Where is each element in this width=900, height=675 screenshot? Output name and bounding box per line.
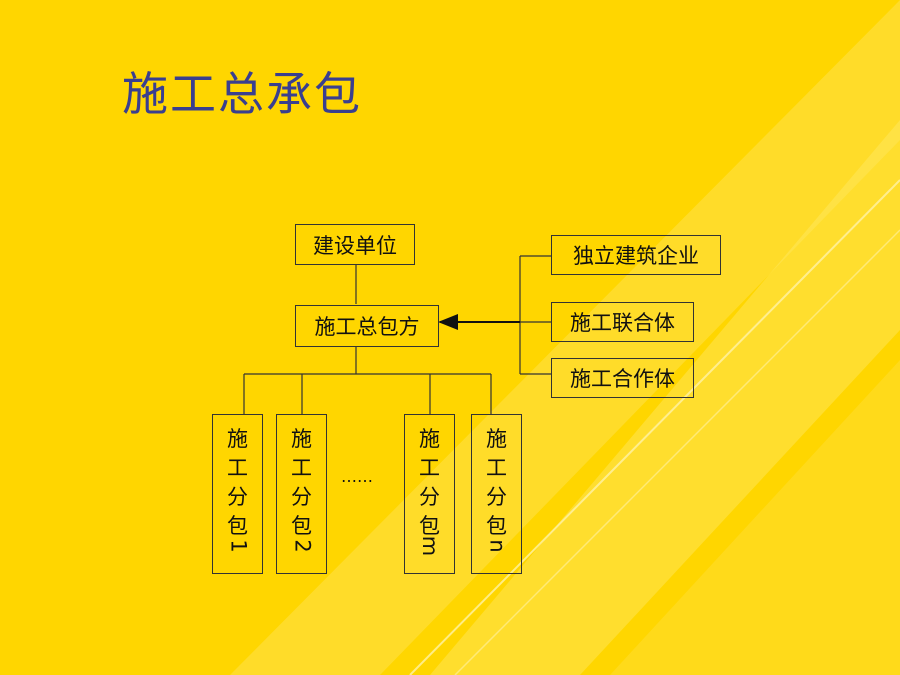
subcontractor-char: 施 bbox=[227, 427, 248, 451]
subcontractor-index: 1 bbox=[226, 539, 251, 553]
subcontractor-char: 工 bbox=[486, 456, 507, 480]
owner-box: 建设单位 bbox=[295, 224, 415, 265]
subcontractor-char: 施 bbox=[486, 427, 507, 451]
ellipsis: …… bbox=[341, 467, 373, 486]
subcontractor-box: 施 工 分 包 2 bbox=[276, 414, 327, 574]
contractor-type-box: 施工联合体 bbox=[551, 302, 694, 342]
subcontractor-char: 包 bbox=[419, 514, 440, 538]
page-title: 施工总承包 bbox=[122, 67, 362, 121]
subcontractor-char: 工 bbox=[419, 456, 440, 480]
subcontractor-char: 施 bbox=[291, 427, 312, 451]
subcontractor-char: 工 bbox=[291, 456, 312, 480]
subcontractor-char: 分 bbox=[291, 485, 312, 509]
subcontractor-box: 施 工 分 包 n bbox=[471, 414, 522, 574]
owner-label: 建设单位 bbox=[313, 233, 397, 258]
subcontractor-char: 分 bbox=[419, 485, 440, 509]
subcontractor-char: 工 bbox=[227, 456, 248, 480]
subcontractor-char: 分 bbox=[227, 485, 248, 509]
subcontractor-index: n bbox=[485, 539, 510, 553]
subcontractor-index: 2 bbox=[290, 539, 315, 553]
subcontractor-char: 施 bbox=[419, 427, 440, 451]
general-contractor-label: 施工总包方 bbox=[314, 315, 420, 339]
contractor-type-box: 独立建筑企业 bbox=[551, 235, 721, 275]
subcontractor-char: 分 bbox=[486, 485, 507, 509]
subcontractor-char: 包 bbox=[227, 514, 248, 538]
subcontractor-char: 包 bbox=[291, 514, 312, 538]
contractor-type-label: 施工合作体 bbox=[570, 367, 675, 391]
contractor-type-label: 施工联合体 bbox=[570, 311, 675, 335]
general-contractor-box: 施工总包方 bbox=[295, 305, 439, 347]
subcontractor-index: m bbox=[418, 535, 443, 557]
subcontractor-box: 施 工 分 包 m bbox=[404, 414, 455, 574]
contractor-type-label: 独立建筑企业 bbox=[573, 244, 699, 268]
contractor-type-box: 施工合作体 bbox=[551, 358, 694, 398]
subcontractor-char: 包 bbox=[486, 514, 507, 538]
subcontractor-box: 施 工 分 包 1 bbox=[212, 414, 263, 574]
